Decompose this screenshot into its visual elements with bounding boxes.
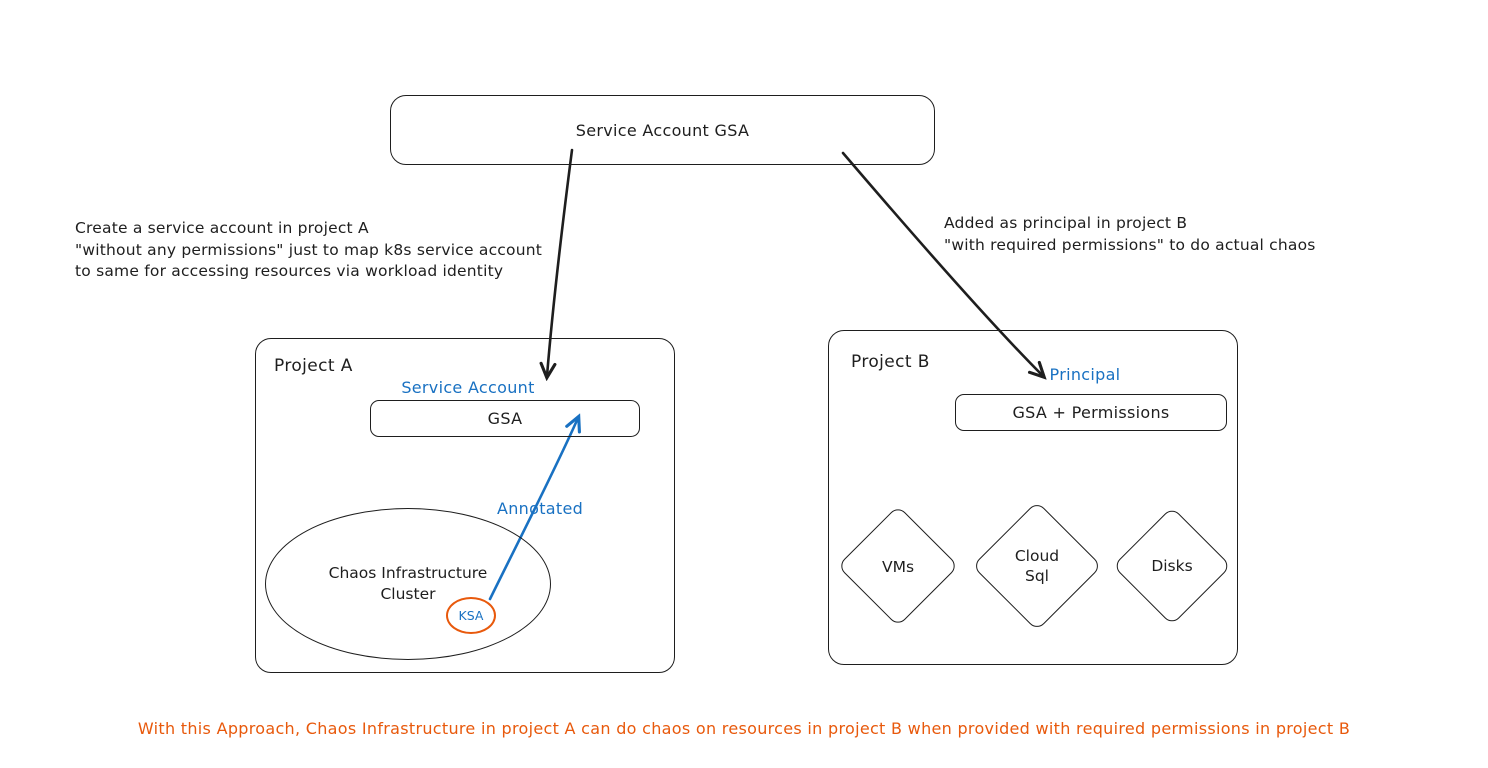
chaos-cluster-ellipse	[265, 508, 551, 660]
gsa-permissions-box: GSA + Permissions	[955, 394, 1227, 431]
cloud-sql-label: Cloud Sql	[1014, 547, 1060, 585]
annotated-label: Annotated	[497, 499, 584, 518]
disks-label: Disks	[1151, 557, 1193, 575]
principal-label: Principal	[1049, 365, 1121, 384]
project-b-container	[828, 330, 1238, 665]
footer-note: With this Approach, Chaos Infrastructure…	[137, 719, 1351, 738]
vms-label: VMs	[881, 558, 915, 576]
project-a-container	[255, 338, 675, 673]
gsa-permissions-label: GSA + Permissions	[1012, 403, 1170, 422]
project-a-title: Project A	[274, 356, 353, 376]
chaos-cluster-label: Chaos Infrastructure Cluster	[328, 564, 488, 603]
project-b-annotation: Added as principal in project B "with re…	[944, 214, 1316, 254]
project-a-annotation: Create a service account in project A "w…	[75, 219, 543, 280]
ksa-label: KSA	[458, 608, 484, 623]
gsa-box-label: GSA	[487, 409, 523, 428]
project-b-title: Project B	[851, 352, 930, 372]
service-account-gsa-box: Service Account GSA	[390, 95, 935, 165]
service-account-label: Service Account	[401, 378, 535, 397]
gsa-box: GSA	[370, 400, 640, 437]
ksa-circle	[446, 597, 496, 634]
service-account-gsa-label: Service Account GSA	[575, 120, 750, 140]
